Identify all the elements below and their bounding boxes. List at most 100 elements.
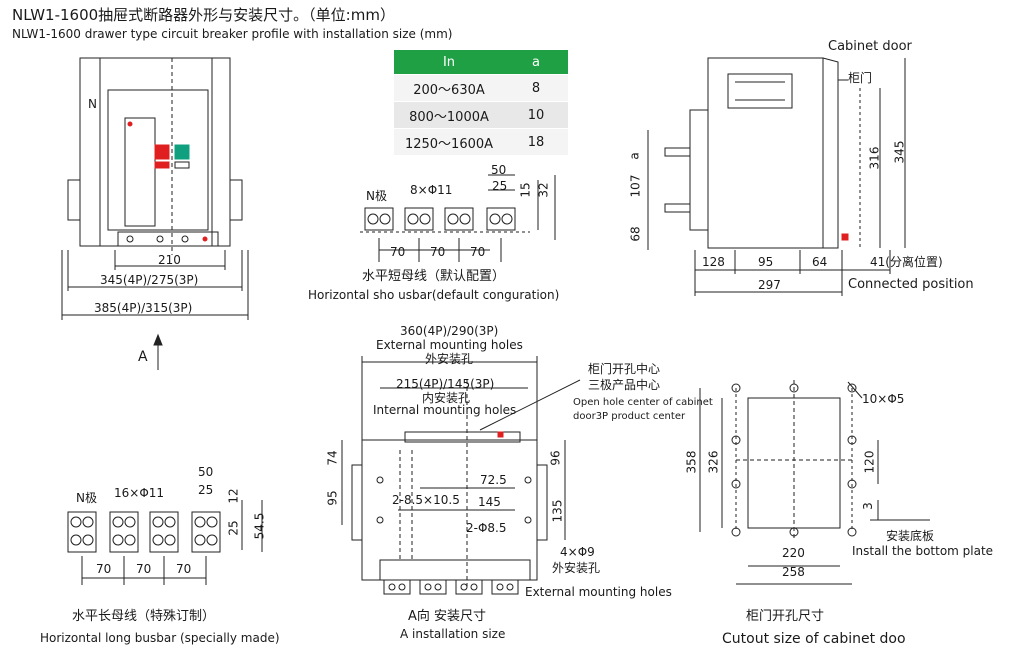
front-panel <box>107 89 209 231</box>
short-spacing: 70 <box>470 245 486 259</box>
short-spacing: 70 <box>430 245 446 259</box>
cell-a: 8 <box>504 74 568 102</box>
cell-in: 800～1000A <box>394 101 504 129</box>
cutout-dim-3: 3 <box>860 502 875 510</box>
a-dim-96: 96 <box>548 450 563 466</box>
cutout-caption-cn: 柜门开孔尺寸 <box>746 609 825 624</box>
side-cabinet-door-cn: 柜门 <box>848 71 873 85</box>
busbar-bar <box>149 511 179 553</box>
long-dim-12: 12 <box>226 488 241 504</box>
cutout-holes: 10×Φ5 <box>862 392 905 406</box>
a-dim-360: 360(4P)/290(3P) <box>400 324 499 338</box>
a-dim-135: 135 <box>550 499 565 523</box>
side-dim-64: 64 <box>812 255 828 269</box>
short-caption-cn: 水平短母线（默认配置） <box>362 269 506 284</box>
long-caption-en: Horizontal long busbar (specially made) <box>40 631 280 645</box>
long-busbar <box>67 500 263 585</box>
a-slots: 2-8.5×10.5 <box>392 493 460 507</box>
front-dim-210: 210 <box>158 253 181 267</box>
side-dim-297: 297 <box>758 278 781 292</box>
short-caption-en: Horizontal sho usbar(default conguration… <box>308 288 560 302</box>
a-dim-725: 72.5 <box>480 473 507 487</box>
table-row: 800～1000A 10 <box>394 101 568 129</box>
table-row: 1250～1600A 18 <box>394 128 568 155</box>
cell-in: 1250～1600A <box>394 128 504 155</box>
spec-table: In a 200～630A 8 800～1000A 10 1250～1600A … <box>394 50 568 155</box>
on-button <box>174 144 190 160</box>
title-en: NLW1-1600 drawer type circuit breaker pr… <box>12 27 453 41</box>
long-spacing: 70 <box>176 562 192 576</box>
busbar-bar <box>486 207 516 231</box>
side-cabinet-door: Cabinet door <box>828 39 912 54</box>
a-dim-215: 215(4P)/145(3P) <box>396 377 495 391</box>
a-int-cn: 内安装孔 <box>422 391 471 405</box>
front-n-label: N <box>88 97 97 111</box>
side-dim-a: a <box>627 152 642 160</box>
long-caption-cn: 水平长母线（特殊订制） <box>72 609 216 624</box>
side-dim-128: 128 <box>702 255 725 269</box>
a-int-en: Internal mounting holes <box>373 403 517 417</box>
busbar-bar <box>109 511 139 553</box>
off-button <box>154 144 170 160</box>
long-spacing: 70 <box>96 562 112 576</box>
front-view <box>61 57 249 370</box>
table-header-row: In a <box>394 50 568 75</box>
side-dim-316: 316 <box>867 146 882 170</box>
cell-a: 18 <box>504 128 568 155</box>
short-dim-32: 32 <box>536 182 551 198</box>
a-center-en1: Open hole center of cabinet <box>573 397 713 408</box>
short-spacing: 70 <box>390 245 406 259</box>
a-center-cn1: 柜门开孔中心 <box>588 362 661 376</box>
title-cn: NLW1-1600抽屉式断路器外形与安装尺寸。（单位:mm） <box>12 6 395 24</box>
side-dim-345: 345 <box>892 140 907 164</box>
a-dim-95: 95 <box>325 490 340 506</box>
short-dim-25: 25 <box>492 179 508 193</box>
side-connector <box>689 109 709 231</box>
side-dim-95: 95 <box>758 255 774 269</box>
side-view <box>647 57 906 296</box>
cutout-view <box>699 380 930 585</box>
busbar-bar <box>364 207 394 231</box>
long-dim-25b: 25 <box>226 520 241 536</box>
cutout-dim-220: 220 <box>782 546 805 560</box>
side-window <box>727 73 793 109</box>
cell-a: 10 <box>504 101 568 129</box>
a-view <box>341 356 581 595</box>
busbar-bar <box>444 207 474 231</box>
cutout-caption-en: Cutout size of cabinet doo <box>722 631 906 647</box>
side-dim-107: 107 <box>628 174 643 198</box>
long-dim-50: 50 <box>198 465 214 479</box>
a-dim-74: 74 <box>325 450 340 466</box>
front-left-handle <box>67 179 81 221</box>
a-holes-85: 2-Φ8.5 <box>466 521 507 535</box>
cutout-dim-326: 326 <box>706 450 721 474</box>
busbar-bar <box>404 207 434 231</box>
cell-in: 200～630A <box>394 74 504 102</box>
long-dim-25: 25 <box>198 483 214 497</box>
a-ext-cn: 外安装孔 <box>425 352 474 366</box>
front-dim-345: 345(4P)/275(3P) <box>100 273 199 287</box>
cutout-base-en: Install the bottom plate <box>852 544 994 558</box>
a-caption-cn: A向 安装尺寸 <box>408 609 487 624</box>
short-dim-50: 50 <box>491 163 507 177</box>
cutout-dim-258: 258 <box>782 565 805 579</box>
a-ext-en2: External mounting holes <box>525 585 672 599</box>
front-bottom-strip <box>117 231 219 247</box>
side-connected-position: Connected position <box>848 277 974 292</box>
front-dim-385: 385(4P)/315(3P) <box>94 301 193 315</box>
a-center-en2: door3P product center <box>573 411 686 422</box>
short-dim-15: 15 <box>518 182 533 198</box>
long-dim-545: 54.5 <box>252 512 267 540</box>
a-center-cn2: 三极产品中心 <box>588 378 661 392</box>
side-dim-41: 41(分离位置) <box>870 255 943 269</box>
cutout-dim-120: 120 <box>862 450 877 474</box>
header-in: In <box>394 50 504 75</box>
short-busbar <box>360 174 556 262</box>
a-ext-cn2: 外安装孔 <box>552 561 601 575</box>
cutout-base-cn: 安装底板 <box>886 529 935 543</box>
front-window <box>124 117 156 227</box>
front-arrow-label: A <box>138 349 148 365</box>
cutout-dim-358: 358 <box>684 450 699 474</box>
busbar-bar <box>67 511 97 553</box>
